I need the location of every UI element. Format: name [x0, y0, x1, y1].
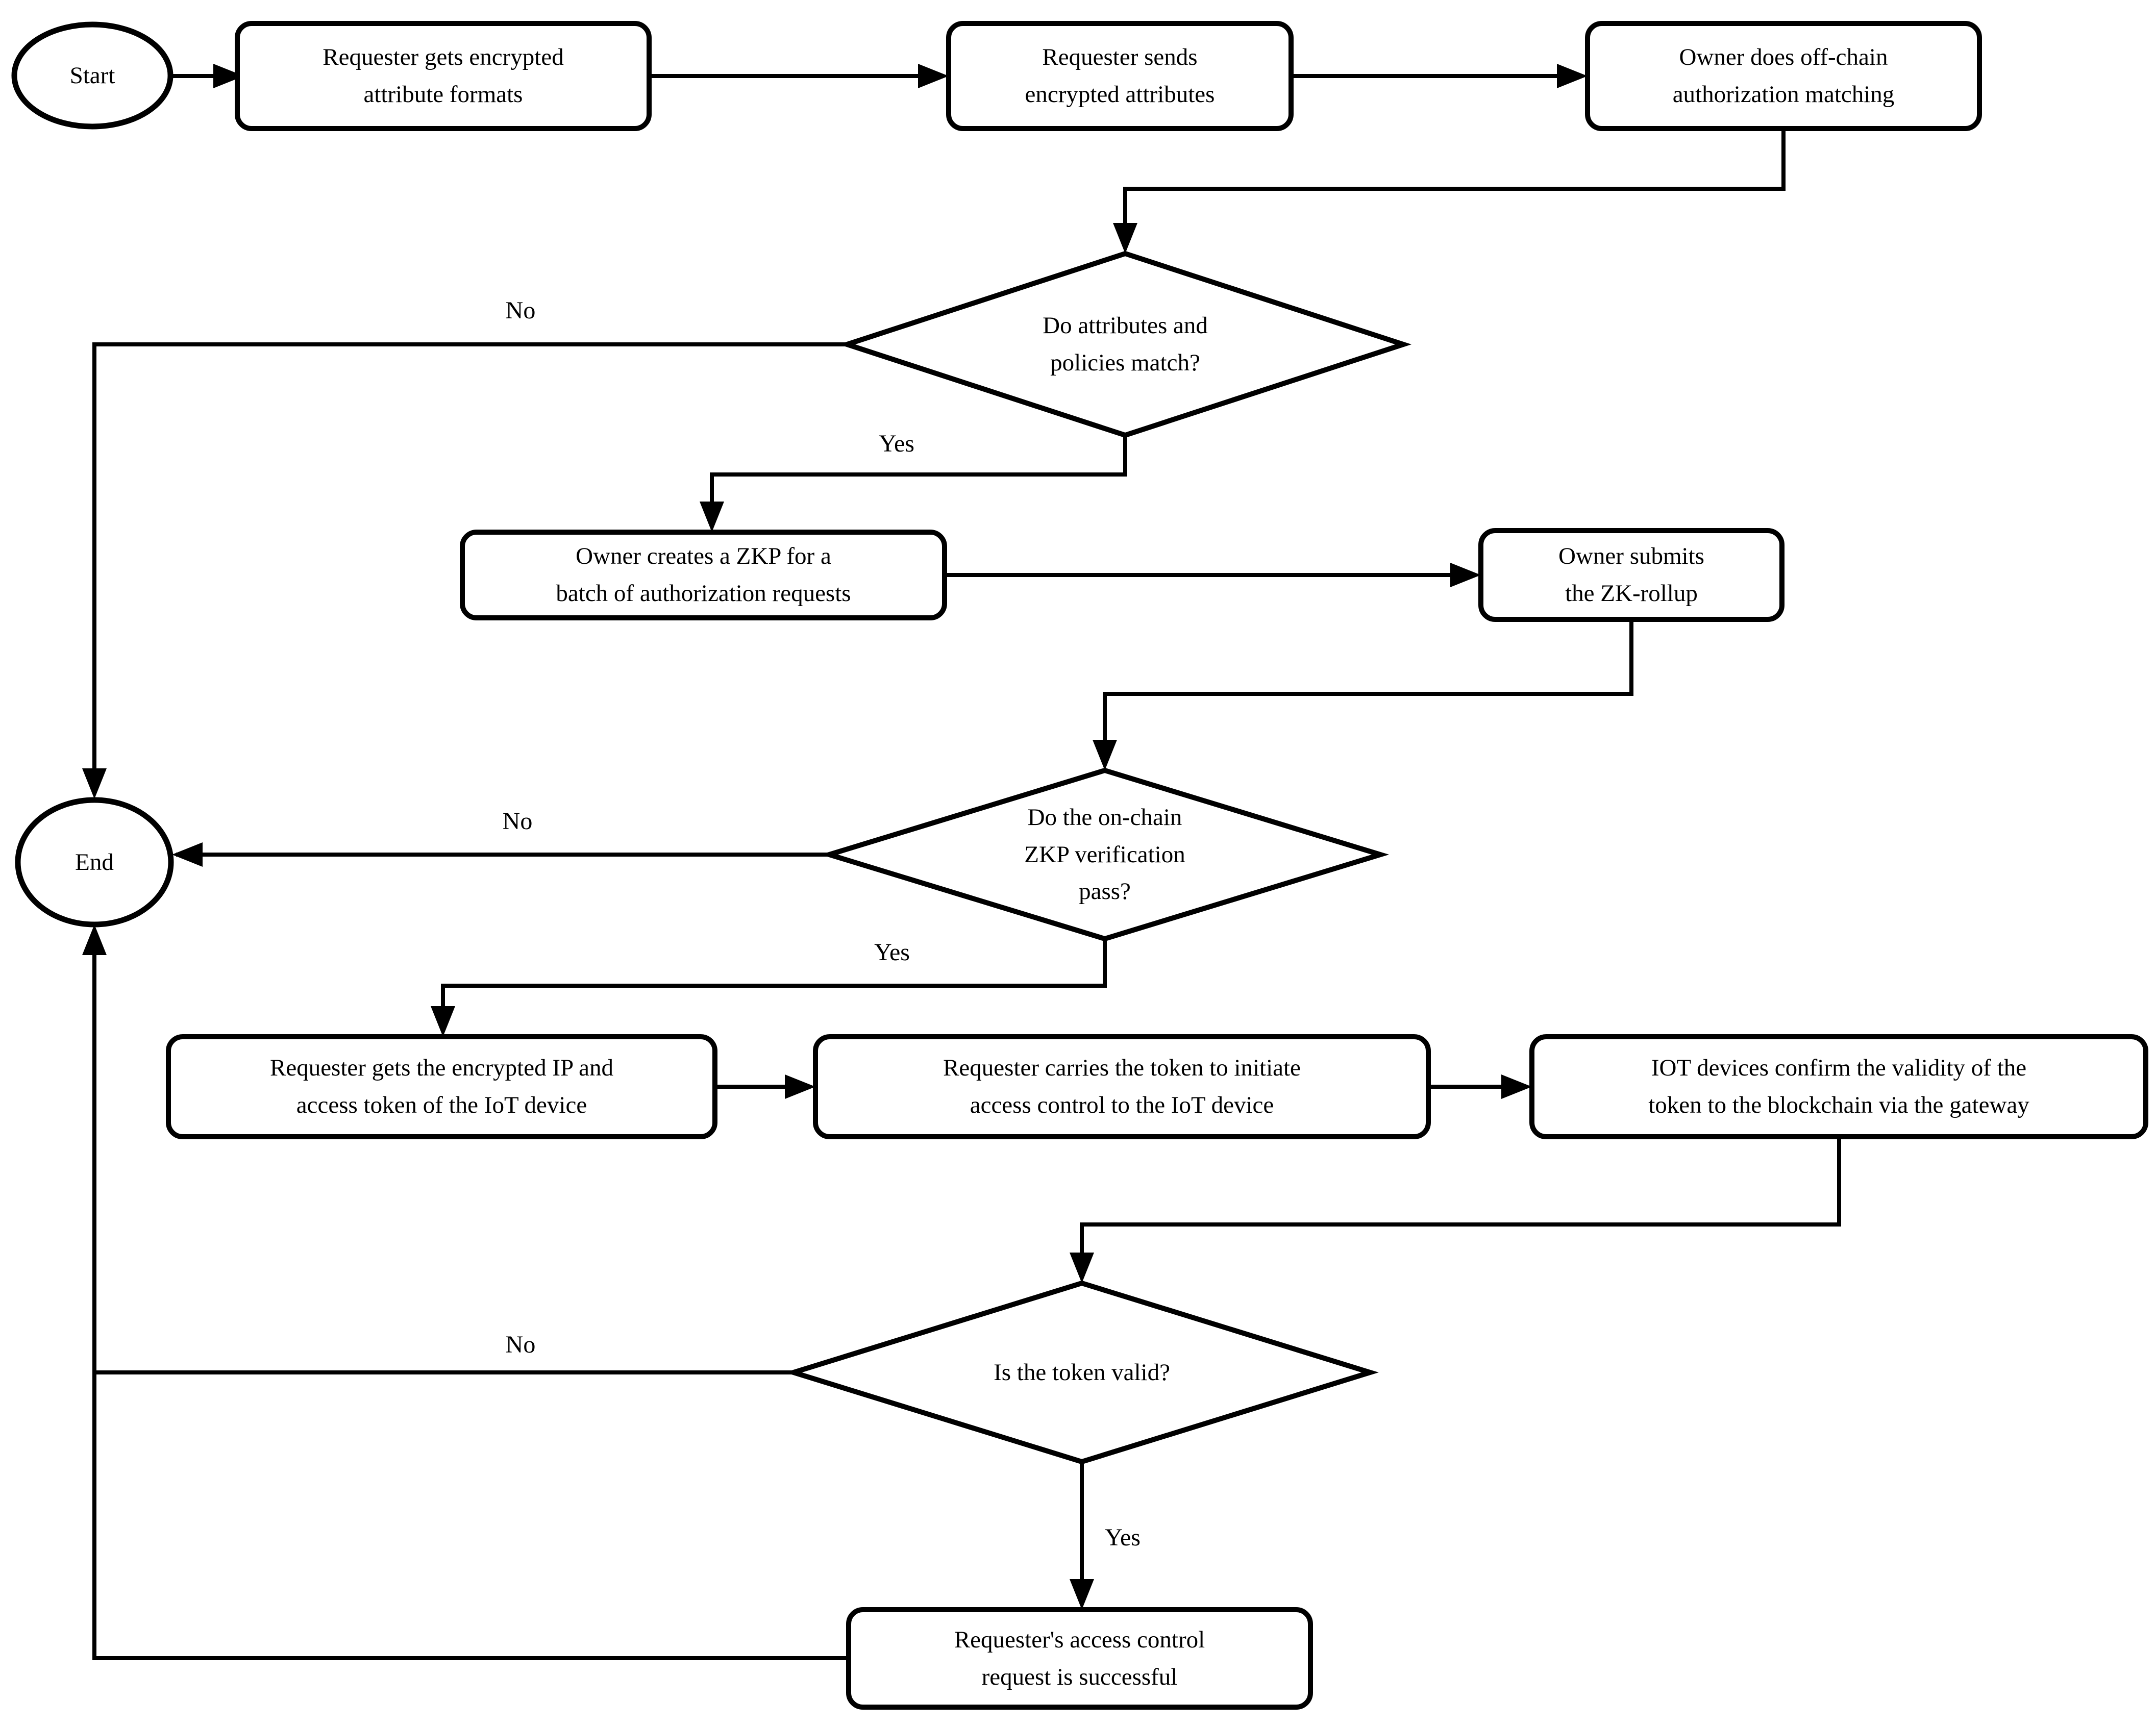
edge-success-to-end — [92, 930, 849, 1660]
submit-rollup-box — [1478, 528, 1785, 622]
arrowhead — [82, 768, 107, 799]
arrowhead — [1450, 563, 1481, 587]
end-ellipse — [15, 797, 174, 928]
arrowhead — [213, 64, 244, 88]
arrowhead — [785, 1074, 815, 1099]
edge-decision-match-yes-to-create-zkp — [710, 435, 1127, 527]
edge-submit-rollup-to-decision-verify — [1103, 619, 1633, 765]
start-ellipse — [11, 21, 174, 130]
success-box — [846, 1607, 1313, 1710]
decision-token-diamond — [785, 1280, 1379, 1465]
edge-decision-match-no-to-end — [92, 342, 847, 793]
decision-verify-diamond — [820, 767, 1390, 942]
arrowheads — [82, 64, 1588, 1610]
carry-token-box — [813, 1034, 1431, 1139]
get-ip-box — [166, 1034, 717, 1139]
arrowhead — [82, 924, 107, 955]
arrowhead — [1070, 1579, 1094, 1610]
arrowhead — [1093, 740, 1117, 770]
arrowhead — [700, 502, 724, 532]
arrowhead — [431, 1006, 455, 1037]
auth-match-box — [1585, 21, 1982, 131]
edge-decision-verify-yes-to-get-ip — [441, 939, 1107, 1032]
arrowhead — [172, 842, 203, 867]
send-attrs-box — [946, 21, 1294, 131]
arrowhead — [1501, 1074, 1532, 1099]
arrowhead — [1113, 223, 1137, 254]
get-formats-box — [235, 21, 652, 131]
decision-match-diamond — [838, 251, 1412, 438]
edge-auth-match-to-decision-match — [1123, 129, 1786, 248]
edge-confirm-validity-to-decision-token — [1080, 1137, 1841, 1278]
confirm-validity-box — [1529, 1034, 2148, 1139]
create-zkp-box — [460, 530, 947, 620]
node-shapes — [11, 21, 2148, 1710]
arrowhead — [918, 64, 949, 88]
arrowhead — [1070, 1253, 1094, 1283]
arrowhead — [1557, 64, 1588, 88]
